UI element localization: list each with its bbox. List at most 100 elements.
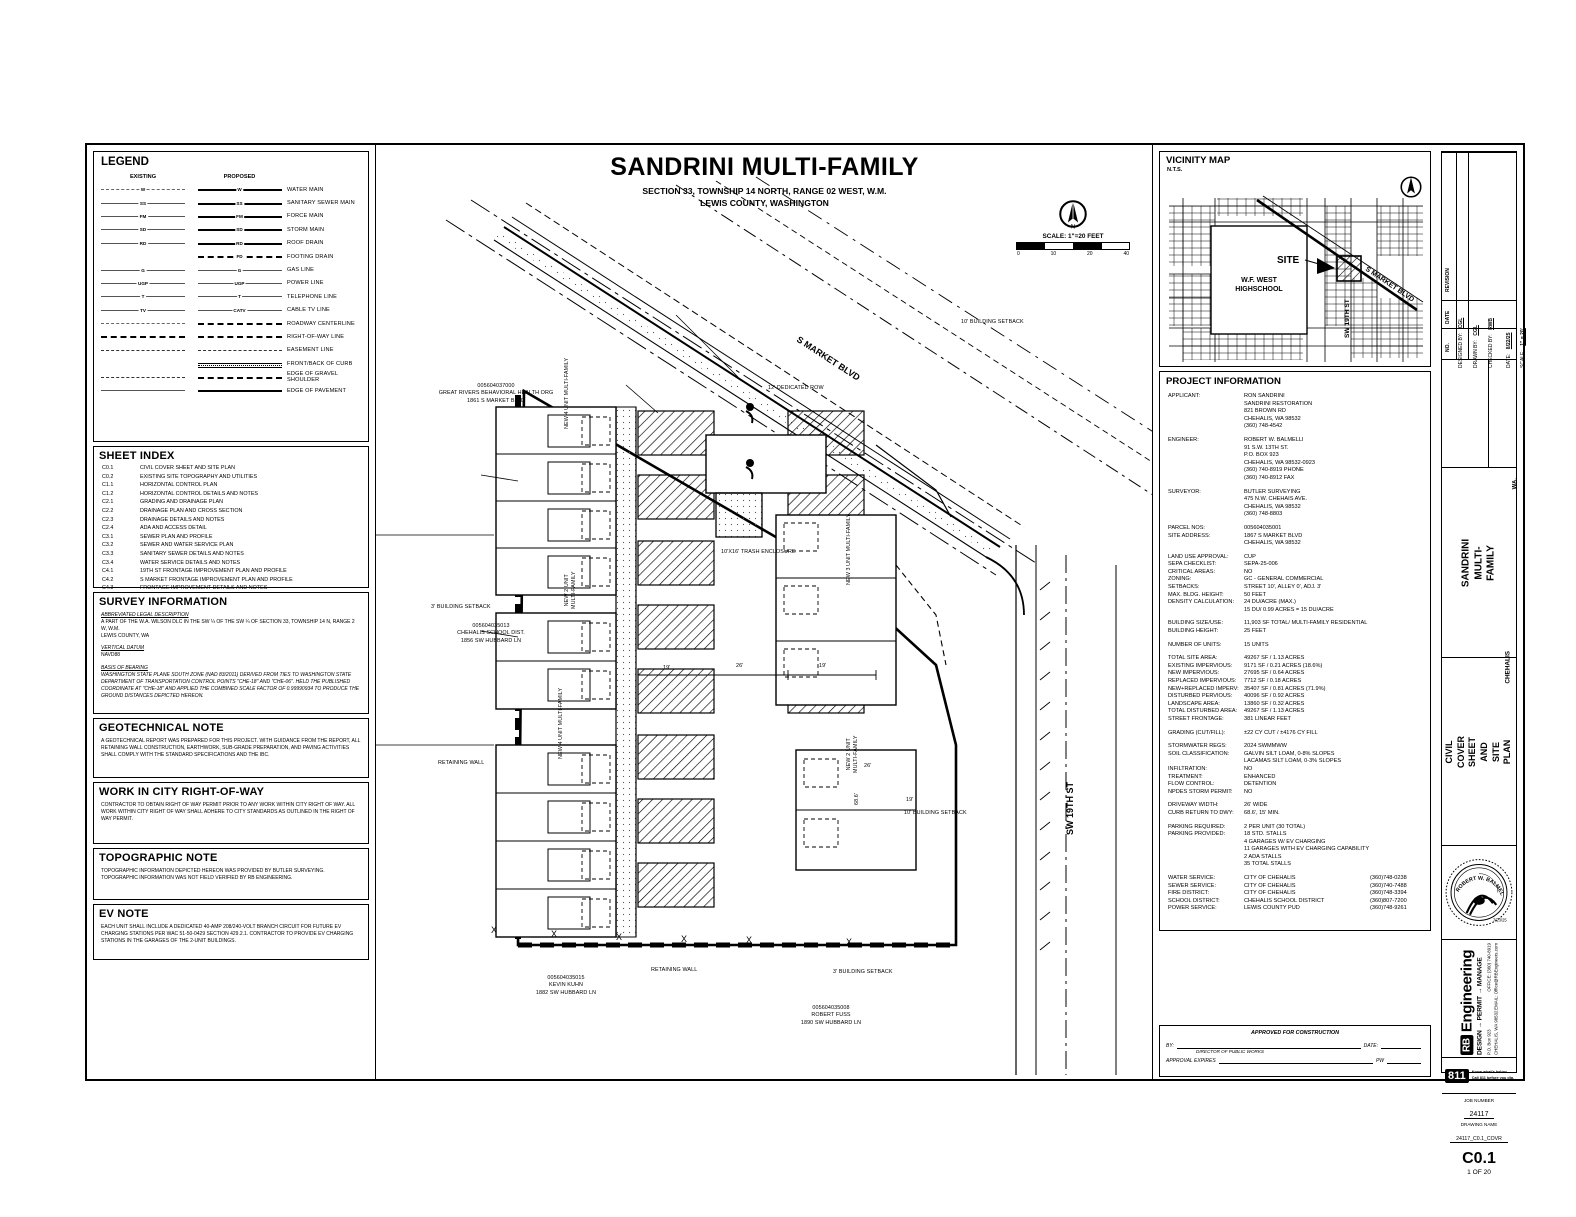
project-info-key: ENGINEER: — [1168, 436, 1199, 443]
scale-tick: 10 — [1050, 251, 1057, 257]
project-info-row: FIRE DISTRICT:CITY OF CHEHALIS(360)748-3… — [1160, 890, 1430, 898]
building-2unit-east — [795, 749, 917, 871]
neighbor-parcel-number: 005604035015 — [547, 975, 585, 981]
project-info-value: 9171 SF / 0.21 ACRES (18.6%) — [1244, 662, 1323, 669]
svg-text:X: X — [491, 925, 497, 935]
building-2unit-west — [495, 612, 617, 710]
project-info-key — [1168, 504, 1244, 512]
dim-19b: 19' — [819, 663, 827, 669]
project-info-key: BUILDING SIZE/USE: — [1168, 620, 1224, 627]
project-info-row: NPDES STORM PERMIT:NO — [1160, 789, 1430, 797]
svg-text:X: X — [616, 932, 622, 942]
legend-item-label: EDGE OF PAVEMENT — [287, 387, 347, 394]
label-setback-3-left: 3' BUILDING SETBACK — [431, 604, 491, 610]
legend-proposed-symbol — [192, 319, 287, 328]
legend-item-label: TELEPHONE LINE — [287, 293, 337, 300]
svg-text:X: X — [551, 929, 557, 939]
project-info-value: CHEHALIS, WA 98532-0923 — [1244, 459, 1315, 466]
rb-logo-addr1: P.O. Box 923 — [1486, 1028, 1492, 1055]
street-label-19th: SW 19TH ST — [1065, 781, 1075, 835]
project-information-heading: PROJECT INFORMATION — [1166, 376, 1281, 387]
project-info-key — [1168, 452, 1244, 460]
project-information-panel: PROJECT INFORMATION APPLICANT:RON SANDRI… — [1159, 371, 1431, 931]
legend-item-label: ROOF DRAIN — [287, 240, 324, 247]
project-info-value: ±22 CY CUT / ±4176 CY FILL — [1244, 729, 1318, 736]
legend-proposed-symbol: W — [192, 185, 287, 195]
approval-date-label: DATE: — [1363, 1043, 1378, 1049]
scale-tick: 0 — [1017, 251, 1020, 257]
plan-title-block: SANDRINI MULTI-FAMILY SECTION 33, TOWNSH… — [376, 153, 1153, 208]
legend-proposed-symbol: G — [192, 265, 287, 275]
call-811-line1: Know what's below. — [1471, 1070, 1508, 1075]
rb-badge: RB — [1460, 1034, 1474, 1055]
project-info-row: 11 GARAGES WITH EV CHARGING CAPABILITY — [1160, 846, 1430, 854]
project-info-row: CHEHALIS, WA 98532 — [1160, 504, 1430, 512]
svg-text:X: X — [681, 934, 687, 944]
leader-lines — [376, 314, 739, 746]
project-info-value: 91 S.W. 13TH ST. — [1244, 444, 1289, 451]
project-info-value: 1867 S MARKET BLVD — [1244, 532, 1303, 539]
approval-by-line[interactable] — [1176, 1041, 1361, 1049]
project-info-key — [1168, 416, 1244, 424]
project-info-key: TREATMENT: — [1168, 773, 1203, 780]
legend-row: ROADWAY CENTERLINE — [94, 317, 368, 330]
neighbor-address: 1882 SW HUBBARD LN — [535, 989, 597, 996]
approval-expires-line[interactable] — [1218, 1056, 1373, 1064]
survey-heading: SURVEY INFORMATION — [99, 596, 228, 608]
engineer-stamp: ROBERT W. BALMELLI 7/23/25 — [1440, 846, 1516, 940]
project-info-key: DISTURBED PERVIOUS: — [1168, 693, 1233, 700]
project-info-value: 35407 SF / 0.81 ACRES (71.9%) — [1244, 685, 1326, 692]
ev-note-panel: EV NOTE EACH UNIT SHALL INCLUDE A DEDICA… — [93, 904, 369, 960]
legend-existing-symbol — [94, 332, 192, 341]
approval-date-line[interactable] — [1381, 1041, 1421, 1049]
legend-item-label: WATER MAIN — [287, 186, 324, 193]
project-info-key: PARKING REQUIRED: — [1168, 823, 1226, 830]
sw-19th-st — [985, 545, 1117, 1075]
svg-text:X: X — [846, 937, 852, 947]
trash-enclosure — [715, 492, 763, 538]
building-3unit-east — [705, 434, 897, 706]
project-info-key: NEW IMPERVIOUS: — [1168, 670, 1220, 677]
legend-proposed-symbol: SS — [192, 198, 287, 208]
rb-logo-addr2: CHEHALIS, WA 98532 — [1493, 1010, 1498, 1055]
project-info-key: PARCEL NOS: — [1168, 524, 1205, 531]
legend-proposed-symbol: UGP — [192, 278, 287, 288]
project-info-value: 7712 SF / 0.18 ACRES — [1244, 678, 1302, 684]
approval-pw-line[interactable] — [1387, 1056, 1421, 1064]
rb-logo-tagline: DESIGN → PERMIT → MANAGE — [1476, 956, 1484, 1055]
project-info-row: FLOW CONTROL:DETENTION — [1160, 781, 1430, 789]
svg-text:SITE: SITE — [1277, 255, 1300, 266]
project-info-value: 821 BROWN RD — [1244, 408, 1286, 415]
legend-proposed-symbol: FM — [192, 211, 287, 221]
sheet-index-title: SANITARY SEWER DETAILS AND NOTES — [140, 550, 244, 557]
legend-proposed-symbol — [192, 359, 287, 369]
neighbor-address: 1861 S MARKET BLVD — [467, 397, 525, 404]
right-of-way-heading: WORK IN CITY RIGHT-OF-WAY — [99, 786, 265, 798]
project-info-key: FLOW CONTROL: — [1168, 781, 1215, 788]
sheet-index-title: CIVIL COVER SHEET AND SITE PLAN — [140, 465, 235, 471]
project-info-value: NO — [1244, 788, 1253, 795]
sheet-index-number: C3.2 — [102, 542, 114, 549]
building-4unit-west-north — [495, 406, 617, 596]
project-info-key — [1168, 475, 1244, 483]
sheet-index-title: WATER SERVICE DETAILS AND NOTES — [140, 559, 241, 566]
project-info-key — [1168, 423, 1244, 431]
project-info-row: WATER SERVICE:CITY OF CHEHALIS(360)748-0… — [1160, 875, 1430, 883]
project-info-key: DRIVEWAY WIDTH: — [1168, 802, 1219, 809]
project-info-key — [1168, 839, 1244, 847]
project-info-phone: (360)748-0238 — [1370, 875, 1407, 882]
sheet-index-title: EXISTING SITE TOPOGRAPHY AND UTILITIES — [140, 473, 258, 480]
project-info-row: PARCEL NOS:005604035001 — [1160, 525, 1430, 533]
sheet-index-number: C2.3 — [102, 516, 114, 523]
legend-item-label: FOOTING DRAIN — [287, 253, 334, 260]
project-info-value: GC - GENERAL COMMERCIAL — [1244, 576, 1324, 583]
project-info-value: 24 DU/ACRE (MAX.) — [1244, 599, 1296, 606]
legend-proposed-symbol — [192, 386, 287, 395]
legend-existing-symbol: SS — [94, 198, 192, 208]
